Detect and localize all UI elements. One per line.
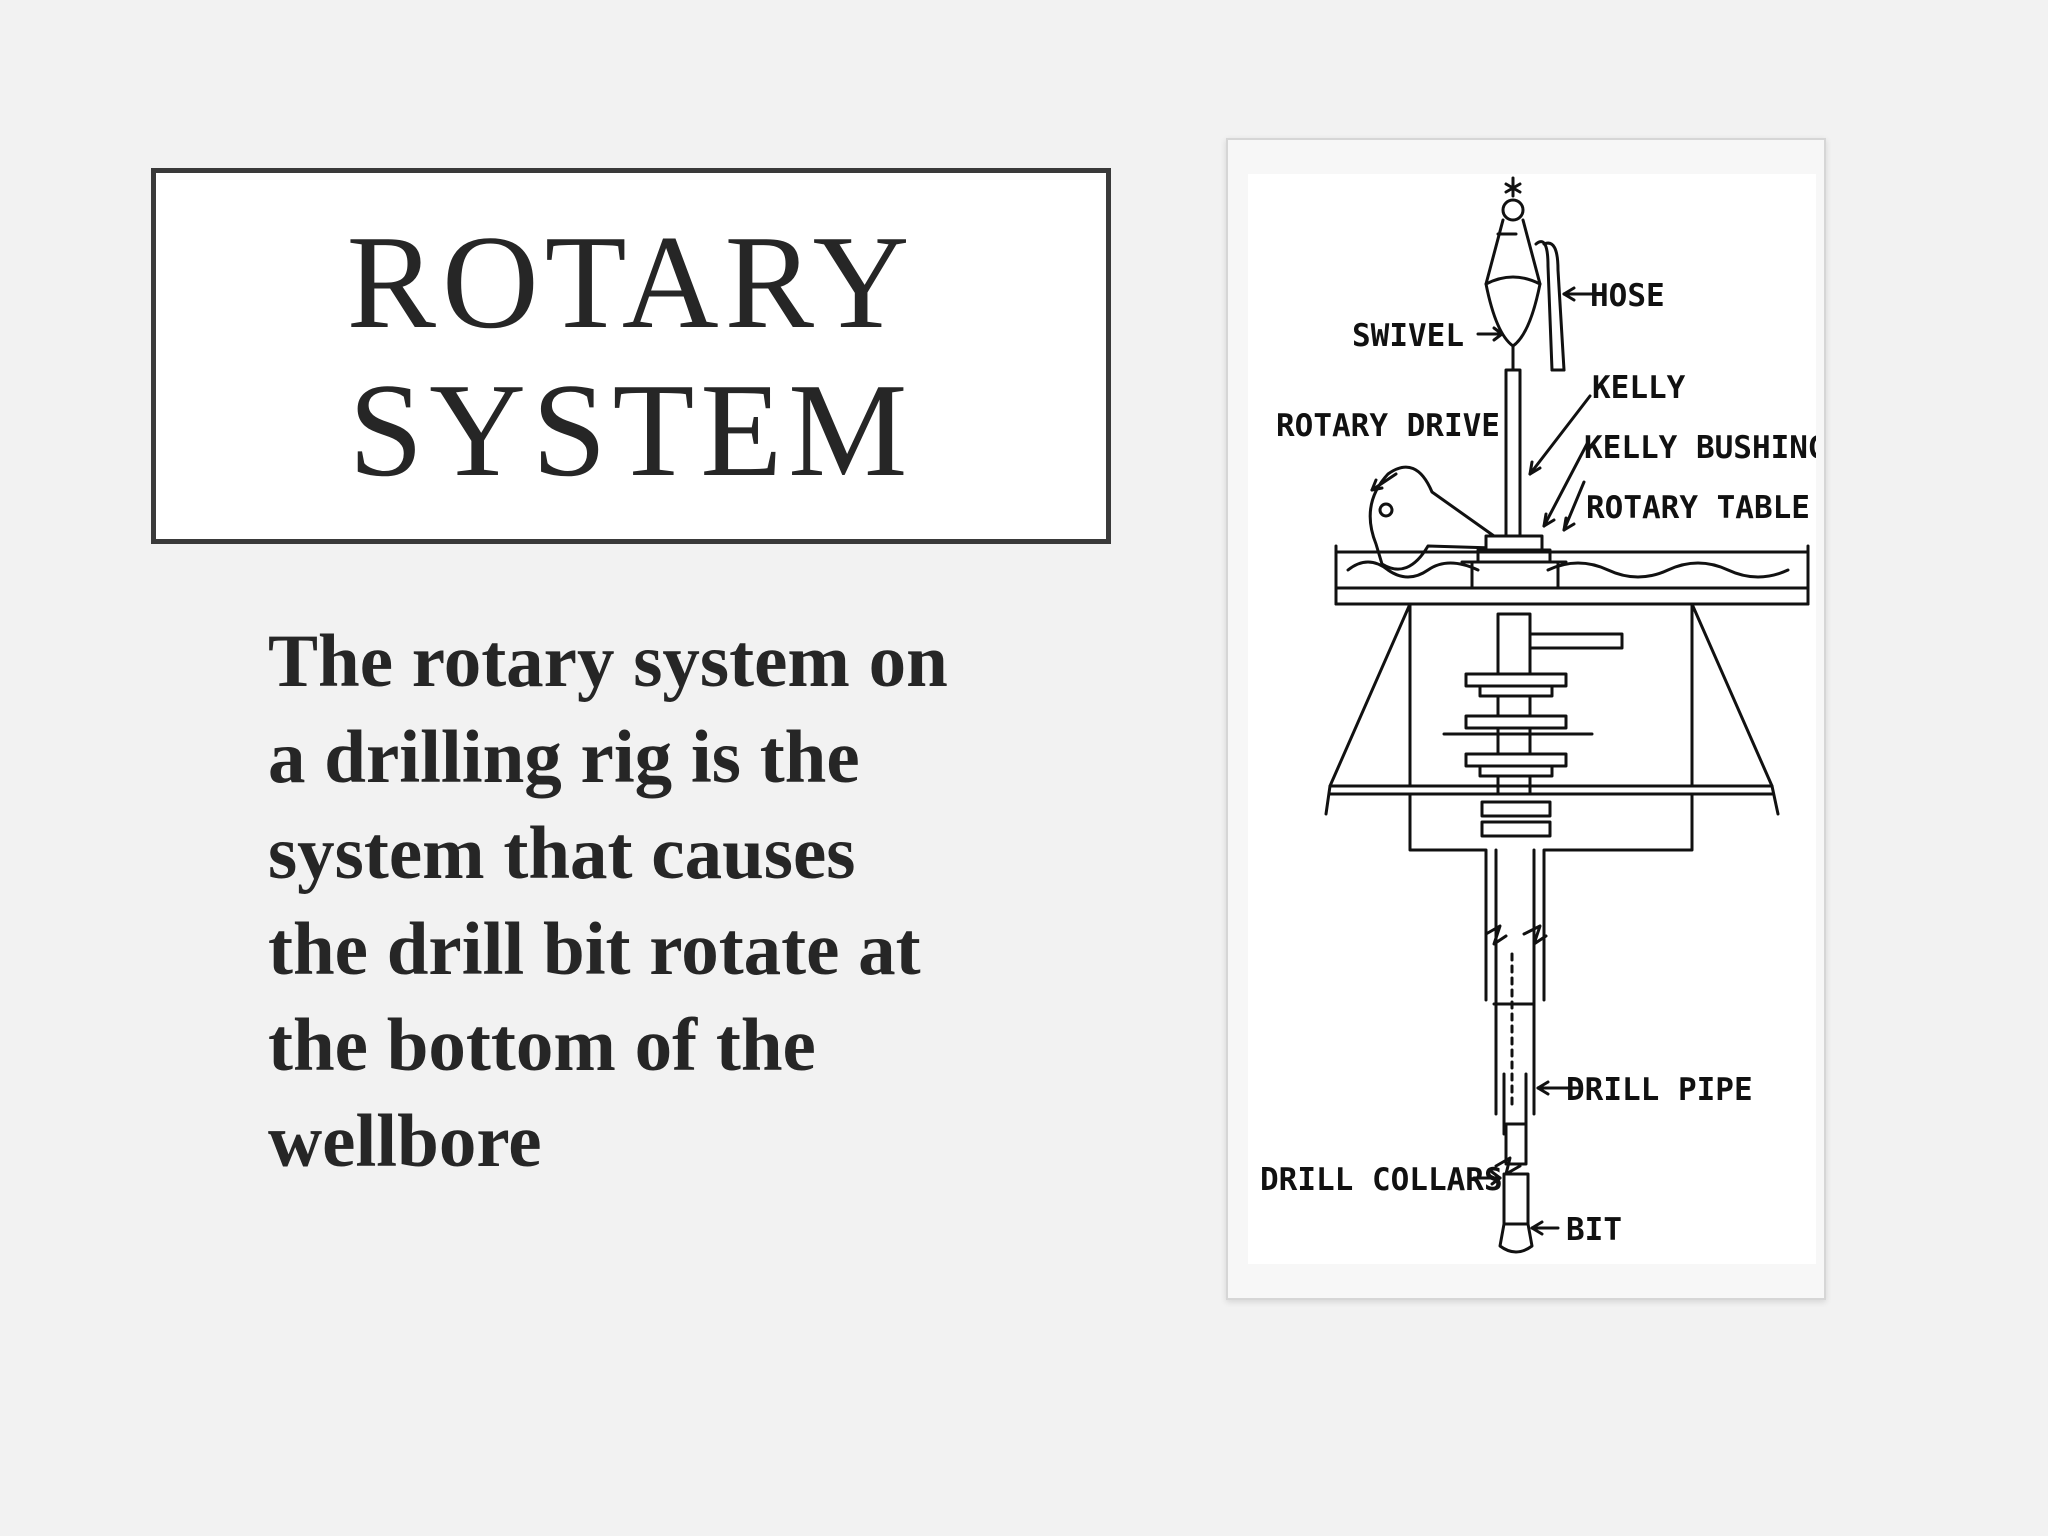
body-line-1: The rotary system on xyxy=(268,620,948,703)
substructure-graphic xyxy=(1324,602,1780,1002)
rotary-system-diagram: HOSE SWIVEL KELLY ROTARY DRIVE KELLY BUS… xyxy=(1260,176,1816,1254)
rig-floor-graphic xyxy=(1334,544,1810,606)
leader-lines xyxy=(1370,286,1606,1236)
diagram-frame: HOSE SWIVEL KELLY ROTARY DRIVE KELLY BUS… xyxy=(1226,138,1826,1300)
swivel-graphic xyxy=(1484,275,1542,372)
drill-collars-graphic xyxy=(1494,1122,1530,1226)
kelly-graphic xyxy=(1504,368,1522,552)
body-text: The rotary system on a drilling rig is t… xyxy=(268,614,1048,1190)
title-box: ROTARY SYSTEM xyxy=(151,168,1111,544)
label-bit: BIT xyxy=(1566,1212,1622,1248)
hose-graphic xyxy=(1534,240,1566,372)
label-swivel: SWIVEL xyxy=(1352,318,1464,354)
hook-graphic xyxy=(1484,176,1542,286)
rotary-drive-graphic xyxy=(1368,465,1496,571)
body-line-3: system that causes xyxy=(268,812,856,895)
drill-pipe-graphic xyxy=(1484,848,1548,1136)
bit-graphic xyxy=(1498,1222,1534,1254)
label-rotary-drive: ROTARY DRIVE xyxy=(1276,408,1500,444)
title-line-2: SYSTEM xyxy=(348,356,914,504)
label-rotary-table: ROTARY TABLE xyxy=(1586,490,1810,526)
label-drill-collars: DRILL COLLARS xyxy=(1260,1162,1503,1198)
body-line-5: the bottom of the xyxy=(268,1004,816,1087)
body-line-2: a drilling rig is the xyxy=(268,716,860,799)
body-line-4: the drill bit rotate at xyxy=(268,908,921,991)
label-kelly-bushing: KELLY BUSHING xyxy=(1584,430,1816,466)
title-line-1: ROTARY xyxy=(346,208,916,356)
body-line-6: wellbore xyxy=(268,1100,542,1183)
label-drill-pipe: DRILL PIPE xyxy=(1566,1072,1753,1108)
bop-stack-graphic xyxy=(1442,612,1624,838)
label-hose: HOSE xyxy=(1590,278,1665,314)
diagram-canvas: HOSE SWIVEL KELLY ROTARY DRIVE KELLY BUS… xyxy=(1248,174,1816,1264)
label-kelly: KELLY xyxy=(1592,370,1686,406)
